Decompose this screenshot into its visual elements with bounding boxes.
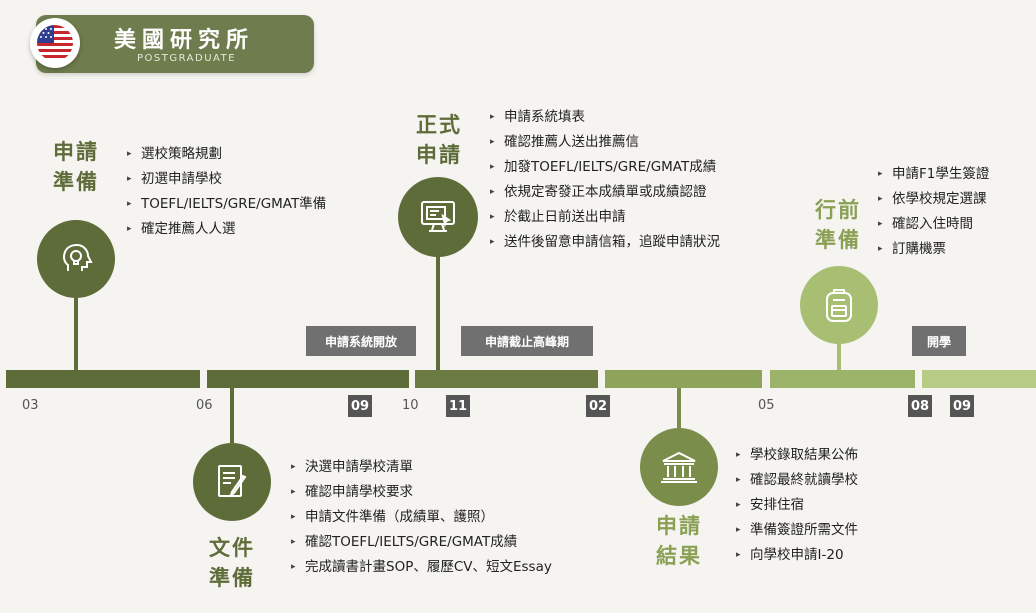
label-system-open: 申請系統開放 [306, 326, 416, 356]
stage-title-line: 準備 [209, 566, 255, 590]
label-deadline-peak: 申請截止高峰期 [461, 326, 593, 356]
stage-title-line: 行前 [815, 198, 861, 222]
list-item: 確認最終就讀學校 [736, 468, 858, 493]
list-item: 確認申請學校要求 [291, 480, 552, 505]
timeline-connector [74, 296, 78, 372]
list-item: 初選申請學校 [127, 167, 326, 192]
timeline-segment [922, 370, 1036, 388]
list-item: 申請文件準備（成績單、護照） [291, 505, 552, 530]
document-prep-list: 決選申請學校清單 確認申請學校要求 申請文件準備（成績單、護照） 確認TOEFL… [291, 455, 552, 580]
month-label: 06 [196, 398, 213, 413]
list-item: 訂購機票 [878, 237, 989, 262]
stage-title-line: 申請 [416, 143, 462, 167]
list-item: 確認TOEFL/IELTS/GRE/GMAT成績 [291, 530, 552, 555]
month-box: 02 [586, 395, 610, 417]
list-item: 學校錄取結果公佈 [736, 443, 858, 468]
timeline-segment [605, 370, 762, 388]
timeline-connector [677, 388, 681, 430]
stage-title-apply-prep: 申請 準備 [48, 137, 104, 197]
list-item: 加發TOEFL/IELTS/GRE/GMAT成績 [490, 155, 720, 180]
list-item: 向學校申請I-20 [736, 543, 858, 568]
header-subtitle: POSTGRADUATE [137, 53, 237, 64]
university-building-icon [640, 428, 718, 506]
stage-title-line: 結果 [656, 544, 702, 568]
stage-title-results: 申請 結果 [651, 511, 707, 571]
stage-title-line: 申請 [53, 140, 99, 164]
list-item: 送件後留意申請信箱，追蹤申請狀況 [490, 230, 720, 255]
list-item: 確定推薦人人選 [127, 217, 326, 242]
stage-title-document-prep: 文件 準備 [204, 533, 260, 593]
stage-title-line: 準備 [53, 170, 99, 194]
stage-title-line: 準備 [815, 228, 861, 252]
lightbulb-head-icon [37, 220, 115, 298]
header-title: 美國研究所 [114, 28, 255, 53]
list-item: 申請系統填表 [490, 105, 720, 130]
timeline-segment [770, 370, 915, 388]
month-box: 09 [348, 395, 372, 417]
month-box: 11 [446, 395, 470, 417]
list-item: 安排住宿 [736, 493, 858, 518]
backpack-icon [800, 266, 878, 344]
month-box: 08 [908, 395, 932, 417]
apply-prep-list: 選校策略規劃 初選申請學校 TOEFL/IELTS/GRE/GMAT準備 確定推… [127, 142, 326, 242]
stage-title-formal-apply: 正式 申請 [411, 110, 467, 170]
timeline-segment [415, 370, 598, 388]
list-item: 決選申請學校清單 [291, 455, 552, 480]
header-badge [36, 15, 314, 73]
timeline-segment [207, 370, 409, 388]
month-label: 05 [758, 398, 775, 413]
list-item: 於截止日前送出申請 [490, 205, 720, 230]
timeline-connector [230, 388, 234, 445]
stage-title-line: 文件 [209, 536, 255, 560]
label-school-start: 開學 [912, 326, 966, 356]
us-flag-icon [30, 18, 80, 68]
timeline-connector [436, 255, 440, 372]
document-pen-icon [193, 443, 271, 521]
month-label: 10 [402, 398, 419, 413]
stage-title-pre-departure: 行前 準備 [810, 195, 866, 255]
list-item: 準備簽證所需文件 [736, 518, 858, 543]
list-item: 確認入住時間 [878, 212, 989, 237]
stage-title-line: 正式 [416, 113, 462, 137]
list-item: 選校策略規劃 [127, 142, 326, 167]
timeline-segment [6, 370, 200, 388]
list-item: TOEFL/IELTS/GRE/GMAT準備 [127, 192, 326, 217]
month-box: 09 [950, 395, 974, 417]
list-item: 依學校規定選課 [878, 187, 989, 212]
pre-departure-list: 申請F1學生簽證 依學校規定選課 確認入住時間 訂購機票 [878, 162, 989, 262]
list-item: 依規定寄發正本成績單或成績認證 [490, 180, 720, 205]
computer-monitor-icon [398, 177, 478, 257]
list-item: 確認推薦人送出推薦信 [490, 130, 720, 155]
month-label: 03 [22, 398, 39, 413]
stage-title-line: 申請 [656, 514, 702, 538]
timeline-connector [837, 342, 841, 372]
formal-apply-list: 申請系統填表 確認推薦人送出推薦信 加發TOEFL/IELTS/GRE/GMAT… [490, 105, 720, 255]
results-list: 學校錄取結果公佈 確認最終就讀學校 安排住宿 準備簽證所需文件 向學校申請I-2… [736, 443, 858, 568]
list-item: 完成讀書計畫SOP、履歷CV、短文Essay [291, 555, 552, 580]
list-item: 申請F1學生簽證 [878, 162, 989, 187]
